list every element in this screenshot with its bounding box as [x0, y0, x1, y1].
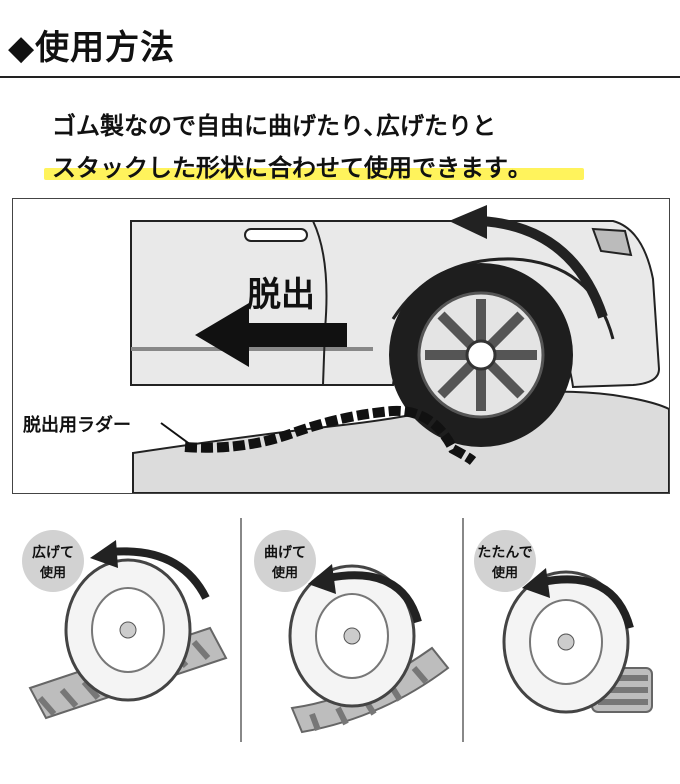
- badge-text-2: 使用: [491, 566, 518, 581]
- tire: [502, 570, 630, 714]
- tire: [288, 564, 416, 708]
- spread-ladder-illustration: [28, 540, 228, 720]
- badge-spread: 広げて 使用: [22, 530, 84, 592]
- header-divider: [0, 76, 680, 78]
- usage-mode-panels: 広げて 使用 曲げて 使用: [0, 518, 680, 784]
- badge-text-1: 広げて: [32, 545, 74, 561]
- tire: [64, 558, 192, 702]
- panel-spread: 広げて 使用: [10, 518, 230, 748]
- badge-text-2: 使用: [271, 566, 298, 581]
- exit-label: 脱出: [247, 275, 315, 315]
- curved-arrow-icon: [327, 571, 422, 624]
- usage-illustration: 脱出 脱出用ラダー: [12, 198, 670, 494]
- curved-arrow-icon: [480, 216, 608, 319]
- curved-arrow-icon: [541, 575, 634, 630]
- section-header: ◆使用方法: [0, 0, 680, 78]
- fold-ladder-illustration: [502, 568, 653, 714]
- panel-divider-1: [240, 518, 242, 742]
- panel-fold: たたんで 使用: [462, 518, 680, 748]
- text-highlight: [44, 168, 584, 180]
- curved-arrow-icon: [109, 547, 210, 600]
- ground: [132, 390, 669, 493]
- badge-text-1: 曲げて: [264, 545, 306, 561]
- intro-line-1: ゴム製なので自由に曲げたり､広げたりと: [52, 112, 496, 140]
- section-title: ◆使用方法: [8, 28, 176, 68]
- panel-bend: 曲げて 使用: [242, 518, 462, 748]
- badge-text-1: たたんで: [477, 545, 533, 561]
- left-arrow-icon: [195, 303, 347, 367]
- car-wheel: [389, 263, 573, 447]
- car-stuck-illustration: [130, 205, 669, 493]
- ladder-label: 脱出用ラダー: [23, 415, 131, 436]
- badge-bend: 曲げて 使用: [254, 530, 316, 592]
- intro-line-2: スタックした形状に合わせて使用できます｡: [52, 154, 520, 182]
- bend-ladder-illustration: [288, 564, 450, 734]
- badge-fold: たたんで 使用: [474, 530, 536, 592]
- panel-divider-2: [462, 518, 464, 742]
- escape-ladder: [184, 405, 477, 465]
- badge-text-2: 使用: [39, 566, 66, 581]
